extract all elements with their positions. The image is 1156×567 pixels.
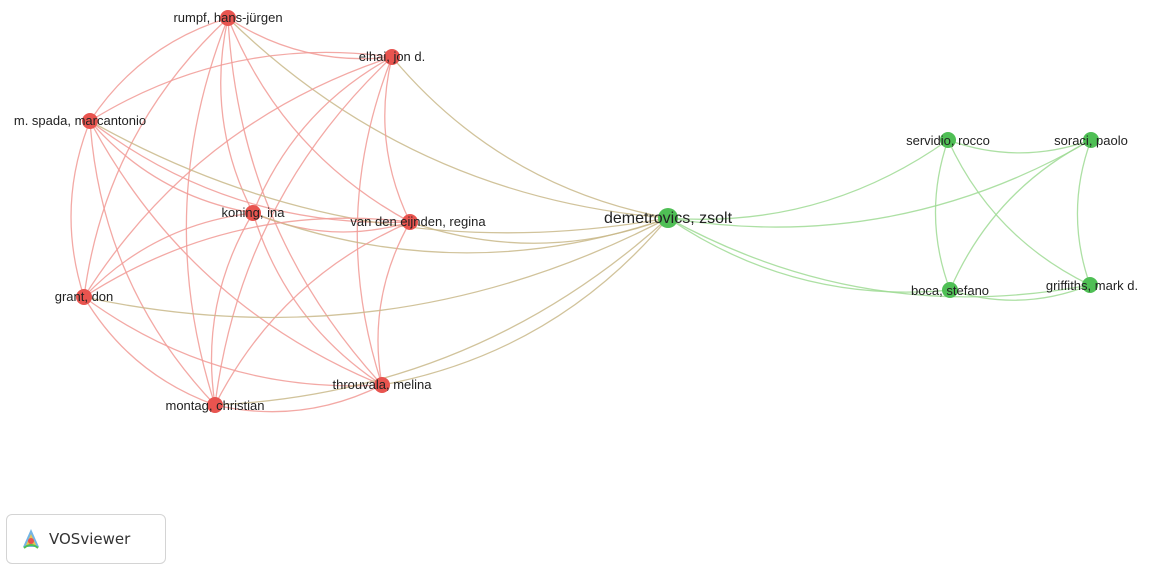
link-grant-throuvala	[83, 296, 383, 387]
link-soraci-griffiths	[1076, 139, 1092, 286]
node-koning[interactable]	[245, 205, 261, 221]
link-elhai-throuvala	[356, 56, 393, 386]
vosviewer-logo: VOSviewer	[6, 514, 166, 564]
link-rumpf-demetrovics	[227, 17, 669, 219]
link-elhai-montag	[214, 56, 393, 406]
node-label-koning[interactable]: koning, ina	[222, 205, 286, 220]
node-label-spada[interactable]: m. spada, marcantonio	[14, 113, 146, 128]
network-links	[70, 17, 1092, 413]
link-rumpf-koning	[220, 17, 254, 214]
network-nodes	[76, 10, 1099, 413]
node-label-vandeneijnden[interactable]: van den eijnden, regina	[350, 214, 486, 229]
link-soraci-boca	[949, 139, 1092, 291]
link-spada-grant	[70, 120, 91, 298]
node-label-rumpf[interactable]: rumpf, hans-jürgen	[173, 10, 282, 25]
node-grant[interactable]	[76, 289, 92, 305]
link-montag-demetrovics	[214, 217, 669, 406]
node-griffiths[interactable]	[1082, 277, 1098, 293]
node-throuvala[interactable]	[374, 377, 390, 393]
node-label-griffiths[interactable]: griffiths, mark d.	[1046, 278, 1138, 293]
link-spada-demetrovics	[89, 120, 669, 234]
network-labels: rumpf, hans-jürgen elhai, jon d. m. spada,…	[14, 10, 1138, 413]
link-rumpf-vandeneijnden	[227, 17, 411, 223]
node-servidio[interactable]	[940, 132, 956, 148]
node-boca[interactable]	[942, 282, 958, 298]
link-boca-griffiths	[949, 284, 1091, 301]
link-rumpf-spada	[89, 17, 229, 122]
link-servidio-soraci	[947, 139, 1092, 154]
node-label-throuvala[interactable]: throuvala, melina	[333, 377, 433, 392]
link-spada-throuvala	[89, 120, 383, 386]
link-vandeneijnden-throuvala	[377, 221, 411, 386]
node-soraci[interactable]	[1083, 132, 1099, 148]
link-servidio-griffiths	[947, 139, 1091, 286]
node-spada[interactable]	[82, 113, 98, 129]
node-label-demetrovics[interactable]: demetrovics, zsolt	[604, 210, 733, 227]
link-vandeneijnden-grant	[83, 217, 411, 298]
link-elhai-koning	[252, 56, 393, 214]
node-label-soraci[interactable]: soraci, paolo	[1054, 133, 1128, 148]
link-vandeneijnden-montag	[214, 221, 411, 406]
node-label-grant[interactable]: grant, don	[55, 289, 114, 304]
node-demetrovics[interactable]	[658, 208, 678, 228]
vosviewer-logo-icon	[23, 529, 39, 549]
link-spada-montag	[89, 120, 216, 406]
node-montag[interactable]	[207, 397, 223, 413]
node-vandeneijnden[interactable]	[402, 214, 418, 230]
link-elhai-grant	[83, 56, 393, 298]
link-koning-throuvala	[252, 212, 383, 386]
link-servidio-boca	[934, 139, 951, 291]
vosviewer-logo-text: VOSviewer	[49, 530, 131, 548]
node-label-montag[interactable]: montag, christian	[166, 398, 265, 413]
link-vandeneijnden-demetrovics	[409, 217, 669, 244]
link-demetrovics-griffiths	[667, 217, 1091, 298]
link-spada-koning	[89, 120, 254, 214]
node-label-servidio[interactable]: servidio, rocco	[906, 133, 990, 148]
link-elhai-demetrovics	[391, 56, 669, 219]
link-demetrovics-soraci	[667, 139, 1092, 228]
node-elhai[interactable]	[384, 49, 400, 65]
link-throuvala-demetrovics	[381, 217, 669, 386]
link-demetrovics-servidio	[667, 139, 949, 220]
link-elhai-spada	[89, 51, 393, 122]
link-koning-montag	[210, 212, 254, 406]
link-demetrovics-boca	[667, 217, 951, 293]
node-label-boca[interactable]: boca, stefano	[911, 283, 989, 298]
link-elhai-vandeneijnden	[384, 56, 411, 223]
node-label-elhai[interactable]: elhai, jon d.	[359, 49, 426, 64]
link-koning-grant	[83, 212, 254, 298]
link-rumpf-grant	[83, 17, 229, 298]
link-grant-demetrovics	[83, 217, 669, 319]
link-montag-throuvala	[214, 384, 383, 413]
link-grant-montag	[83, 296, 216, 406]
link-spada-vandeneijnden	[89, 120, 411, 224]
link-rumpf-montag	[185, 17, 229, 406]
node-rumpf[interactable]	[220, 10, 236, 26]
